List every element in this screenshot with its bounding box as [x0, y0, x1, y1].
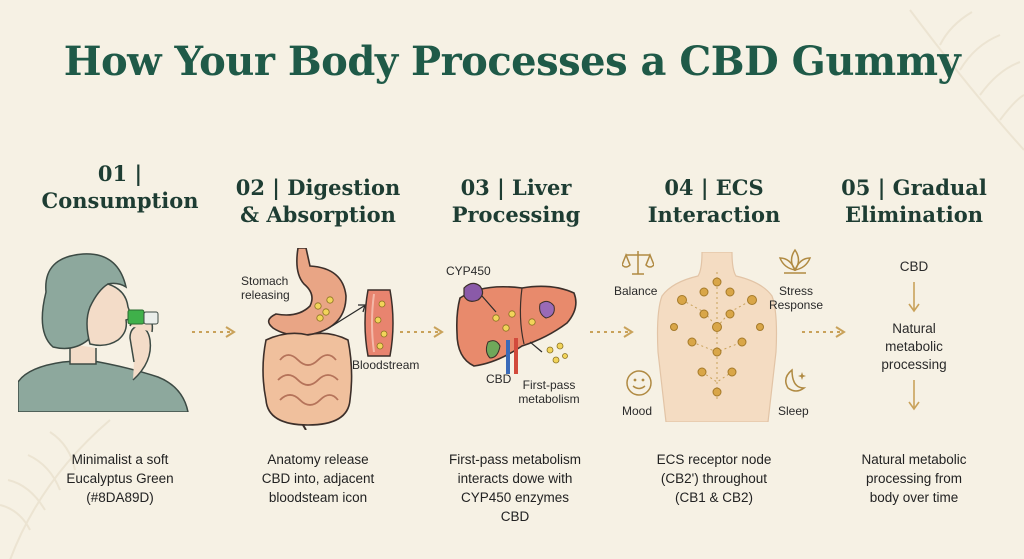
stress-response-label: Stress Response — [756, 284, 836, 312]
elimination-processing-line3: processing — [881, 357, 947, 372]
metabolite-dots — [530, 341, 568, 364]
step-1-title-line1: 01 | — [97, 161, 143, 186]
step-2-caption: Anatomy release CBD into, adjacent blood… — [228, 450, 408, 507]
first-pass-label-line2: metabolism — [518, 392, 580, 406]
step-5-title-line2: Elimination — [845, 202, 983, 227]
step-3-caption-line1: First-pass metabolism — [448, 452, 582, 467]
step-2-caption-line3: bloodsteam icon — [268, 490, 368, 505]
elimination-arrow-2 — [908, 380, 920, 411]
flow-arrow-1 — [192, 326, 236, 338]
step-4-title: 04 | ECS Interaction — [614, 174, 814, 228]
step-1-title: 01 | Consumption — [20, 160, 220, 214]
step-3-caption: First-pass metabolism interacts dowe wit… — [420, 450, 610, 526]
balance-label: Balance — [614, 284, 658, 298]
step-5-title: 05 | Gradual Elimination — [814, 174, 1014, 228]
bloodstream-label: Bloodstream — [352, 358, 420, 372]
step-4-caption: ECS receptor node (CB2') throughout (CB1… — [624, 450, 804, 507]
elimination-processing-line2: metabolic — [885, 339, 943, 354]
stomach-label-line2: releasing — [241, 288, 290, 302]
step-4-title-line1: 04 | ECS — [664, 175, 764, 200]
step-2-caption-line2: CBD into, adjacent — [261, 471, 375, 486]
stomach-label: Stomach releasing — [241, 274, 290, 302]
flow-arrow-4 — [802, 326, 846, 338]
step-1-caption-line1: Minimalist a soft — [71, 452, 169, 467]
flow-arrow-2 — [400, 326, 444, 338]
step-1-caption-line3: (#8DA89D) — [86, 490, 154, 505]
step-5-caption: Natural metabolic processing from body o… — [824, 450, 1004, 507]
step-3-caption-line3: CYP450 enzymes — [460, 490, 570, 505]
flow-arrow-3 — [590, 326, 634, 338]
cyp450-label: CYP450 — [446, 264, 491, 278]
step-3-title-line1: 03 | Liver — [460, 175, 572, 200]
elimination-processing-label: Natural metabolic processing — [860, 320, 968, 374]
step-5-caption-line3: body over time — [869, 490, 959, 505]
mood-label: Mood — [622, 404, 653, 418]
step-4-title-line2: Interaction — [647, 202, 781, 227]
page-title: How Your Body Processes a CBD Gummy — [63, 38, 961, 85]
smiley-icon — [626, 370, 652, 396]
step-2-title-line2: & Absorption — [240, 202, 396, 227]
step-2-caption-line1: Anatomy release — [267, 452, 369, 467]
first-pass-label: First-pass metabolism — [514, 378, 584, 406]
step-5-caption-line1: Natural metabolic — [861, 452, 967, 467]
step-5-title-line1: 05 | Gradual — [841, 175, 987, 200]
step-3-title: 03 | Liver Processing — [416, 174, 616, 228]
stomach-icon — [267, 248, 347, 336]
intestine-icon — [262, 332, 353, 430]
stomach-label-line1: Stomach — [241, 274, 289, 288]
stress-label-line1: Stress — [778, 284, 813, 298]
liver-cbd-label: CBD — [486, 372, 512, 386]
first-pass-label-line1: First-pass — [522, 378, 576, 392]
step-3-caption-line2: interacts dowe with — [457, 471, 573, 486]
person-eating-icon — [18, 253, 189, 412]
step-2-title-line1: 02 | Digestion — [235, 175, 401, 200]
lotus-icon — [778, 248, 812, 274]
step-3-title-line2: Processing — [451, 202, 581, 227]
stress-label-line2: Response — [768, 298, 824, 312]
step-1-title-line2: Consumption — [41, 188, 199, 213]
step-2-title: 02 | Digestion & Absorption — [218, 174, 418, 228]
step-4-caption-line3: (CB1 & CB2) — [674, 490, 754, 505]
torso-icon — [656, 252, 778, 422]
elimination-cbd-label: CBD — [899, 259, 929, 274]
liver-icon — [456, 282, 577, 374]
elimination-arrow-1 — [908, 282, 920, 313]
step-5-caption-line2: processing from — [865, 471, 963, 486]
balance-scale-icon — [622, 251, 654, 275]
step-1-caption: Minimalist a soft Eucalyptus Green (#8DA… — [30, 450, 210, 507]
stomach-to-blood-arrow — [331, 304, 366, 327]
bloodstream-icon — [364, 289, 394, 357]
step-3-caption-line4: CBD — [500, 509, 530, 524]
step-4-caption-line1: ECS receptor node — [656, 452, 772, 467]
sleep-label: Sleep — [778, 404, 809, 418]
step-1-caption-line2: Eucalyptus Green — [66, 471, 174, 486]
elimination-processing-line1: Natural — [892, 321, 936, 336]
step-4-caption-line2: (CB2') throughout — [660, 471, 768, 486]
moon-stars-icon — [785, 368, 807, 392]
